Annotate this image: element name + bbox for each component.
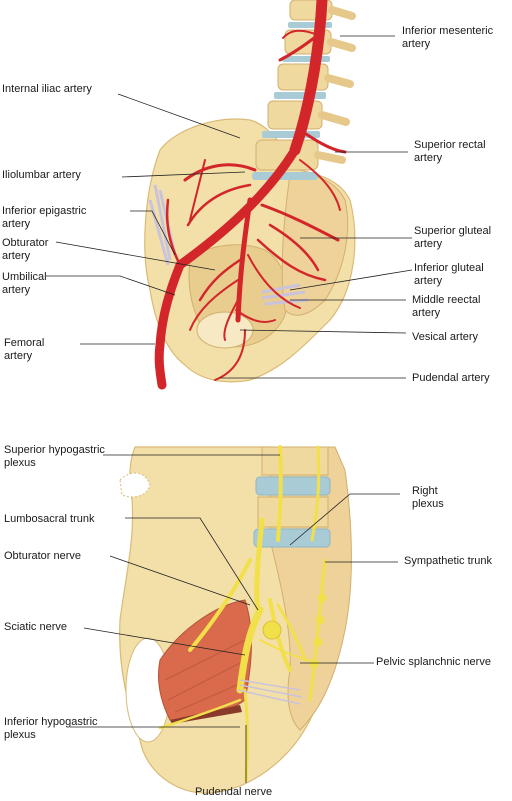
obturator-branch xyxy=(198,258,242,302)
inferior-mesenteric-branch xyxy=(278,33,320,62)
aorta xyxy=(289,0,328,156)
inferior-hypogastric-nerve xyxy=(158,698,242,730)
pudendal-branch xyxy=(214,329,246,381)
label-obturator-artery: Obturator artery xyxy=(2,237,49,262)
vesical-branch xyxy=(223,299,239,341)
pelvic-nerves-figure xyxy=(70,445,400,794)
label-femoral-artery: Femoral artery xyxy=(4,337,45,362)
top-leader-lines xyxy=(46,35,413,379)
label-inferior-epigastric-artery: Inferior epigastric artery xyxy=(2,205,87,230)
label-middle-rectal-artery: Middle reectal artery xyxy=(412,294,481,319)
inferior-epigastric-branch xyxy=(165,198,182,267)
superior-hypogastric-nerve xyxy=(276,445,283,542)
disc-lower xyxy=(253,528,331,548)
label-sciatic-nerve: Sciatic nerve xyxy=(4,621,67,633)
label-lumbosacral-trunk: Lumbosacral trunk xyxy=(4,513,95,525)
plexus-ganglion xyxy=(262,620,282,640)
internal-iliac xyxy=(235,197,253,323)
label-pudendal-nerve: Pudendal nerve xyxy=(195,786,273,798)
label-right-plexus: Right plexus xyxy=(412,485,444,510)
label-internal-iliac-artery: Internal iliac artery xyxy=(2,83,92,95)
label-inferior-gluteal-artery: Inferior gluteal artery xyxy=(414,262,484,287)
femoral-artery xyxy=(154,260,185,390)
bottom-leader-lines xyxy=(70,454,400,783)
superior-gluteal-branch xyxy=(260,203,340,242)
label-umbilical-artery: Umbilical artery xyxy=(2,271,47,296)
label-sympathetic-trunk: Sympathetic trunk xyxy=(404,555,493,567)
label-inferior-mesenteric-artery: Inferior mesenteric artery xyxy=(402,25,494,50)
iliolumbar-branch xyxy=(183,163,257,182)
label-pudendal-artery: Pudendal artery xyxy=(412,372,490,384)
iliac-crest-notch xyxy=(119,472,151,498)
label-inferior-hypogastric-plexus: Inferior hypogastric plexus xyxy=(4,716,98,741)
label-superior-rectal-artery: Superior rectal artery xyxy=(414,139,486,164)
label-superior-hypogastric-plexus: Superior hypogastric plexus xyxy=(4,444,105,469)
ligament-right xyxy=(261,283,309,306)
label-vesical-artery: Vesical artery xyxy=(412,331,479,343)
lumbosacral-trunk-nerve xyxy=(254,517,265,613)
obturator-nerve-path xyxy=(188,558,252,652)
vertebra-l4 xyxy=(261,446,329,476)
pelvic-arteries-figure xyxy=(46,0,413,390)
inferior-gluteal-branch xyxy=(256,238,327,282)
label-superior-gluteal-artery: Superior gluteal artery xyxy=(414,225,492,250)
disc-upper xyxy=(255,476,331,496)
lumbar-spine xyxy=(252,0,356,180)
nerve-network xyxy=(158,445,327,782)
label-iliolumbar-artery: Iliolumbar artery xyxy=(2,169,81,181)
sciatic-nerve-path xyxy=(236,606,264,694)
artery-tree xyxy=(154,0,347,390)
label-obturator-nerve: Obturator nerve xyxy=(4,550,82,562)
label-pelvic-splanchnic-nerve: Pelvic splanchnic nerve xyxy=(376,656,491,668)
splanchnic-fibers xyxy=(237,679,303,705)
superior-rectal-branch xyxy=(298,128,347,154)
umbilical-branch xyxy=(189,279,239,331)
pudendal-nerve-path xyxy=(243,688,249,782)
